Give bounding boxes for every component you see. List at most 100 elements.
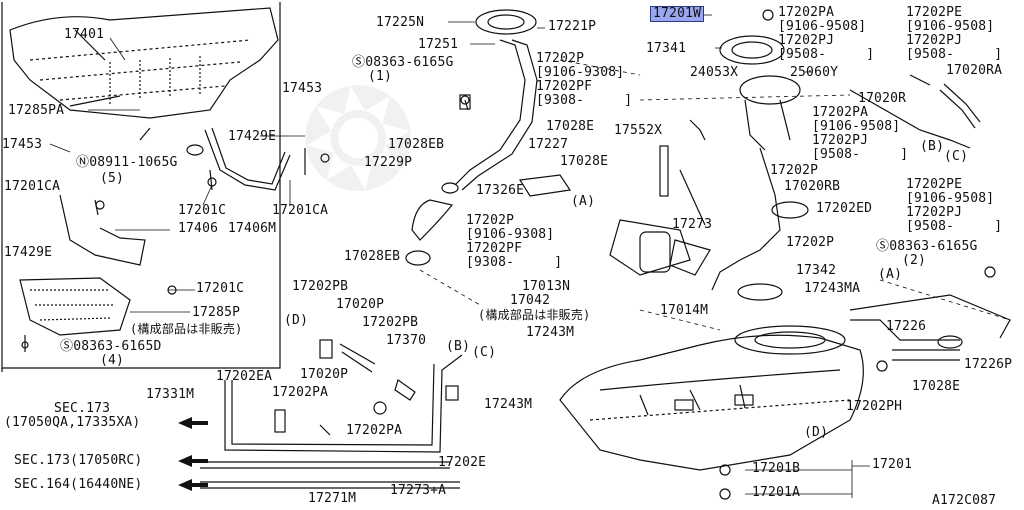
label-17243M-lower: 17243M — [484, 397, 533, 412]
label-17202PJ-c: 17202PJ — [812, 133, 869, 148]
lower-protector-shape — [19, 277, 131, 352]
label-17331M: 17331M — [146, 387, 195, 402]
label-date-9508-d: [9508- ] — [906, 219, 1003, 234]
label-17020RA: 17020RA — [946, 63, 1003, 78]
label-17285PA: 17285PA — [8, 103, 65, 118]
label-17202PF-b: 17202PF — [466, 241, 523, 256]
label-17202PA-e: 17202PA — [346, 423, 403, 438]
label-17202PA-a: 17202PA — [778, 5, 835, 20]
label-17202P-c: 17202P — [770, 163, 819, 178]
label-17202E: 17202E — [438, 455, 487, 470]
inset-leaders — [49, 37, 305, 313]
label-date-9106-9508-c: [9106-9508] — [812, 119, 901, 134]
inset-frame — [1, 2, 281, 372]
section-ref-173-a[interactable]: SEC.173 — [54, 401, 111, 416]
label-17201C-upper: 17201C — [178, 203, 227, 218]
label-17201CA-right: 17201CA — [272, 203, 329, 218]
label-17429E-top: 17429E — [228, 129, 277, 144]
label-17202PF-a: 17202PF — [536, 79, 593, 94]
label-17341: 17341 — [646, 41, 687, 56]
label-08911-1065G: Ⓝ08911-1065G — [76, 155, 178, 170]
label-24053X: 24053X — [690, 65, 739, 80]
label-08363-6165G-b-qty: (2) — [902, 253, 927, 268]
label-17273: 17273 — [672, 217, 713, 232]
label-17202PJ-a: 17202PJ — [778, 33, 835, 48]
label-not-sold-note-2: (構成部品は非販売) — [478, 308, 591, 322]
label-17013N: 17013N — [522, 279, 571, 294]
label-date-9106-9508-b: [9106-9508] — [906, 19, 995, 34]
section-arrows — [178, 417, 208, 491]
label-17326E: 17326E — [476, 183, 525, 198]
label-17028EB-b: 17028EB — [344, 249, 401, 264]
circle-ref-A-b: (A) — [878, 267, 903, 282]
label-17202PB-b: 17202PB — [362, 315, 419, 330]
tank-protector-shape — [9, 7, 279, 119]
label-17202ED: 17202ED — [816, 201, 873, 216]
label-17202PJ-b: 17202PJ — [906, 33, 963, 48]
fuel-pump-shapes — [609, 35, 981, 301]
label-17453-right: 17453 — [282, 81, 323, 96]
label-08911-qty: (5) — [100, 171, 125, 186]
section-ref-173-b[interactable]: SEC.173(17050RC) — [14, 453, 143, 468]
label-17221P: 17221P — [548, 19, 597, 34]
label-17028E-c: 17028E — [912, 379, 961, 394]
label-17226: 17226 — [886, 319, 927, 334]
label-17453-left: 17453 — [2, 137, 43, 152]
label-17243MA: 17243MA — [804, 281, 861, 296]
fuel-tank-shape — [559, 294, 1011, 471]
circle-ref-B-b: (B) — [446, 339, 471, 354]
callout-leaders — [448, 14, 870, 498]
label-17342: 17342 — [796, 263, 837, 278]
label-08363-6165D-qty: (4) — [100, 353, 125, 368]
label-08363-6165G-b: Ⓢ08363-6165G — [876, 239, 978, 254]
label-17429E-left: 17429E — [4, 245, 53, 260]
label-17271M: 17271M — [308, 491, 357, 506]
label-17226P: 17226P — [964, 357, 1013, 372]
label-17202EA: 17202EA — [216, 369, 273, 384]
label-17014M: 17014M — [660, 303, 709, 318]
label-17020R: 17020R — [858, 91, 907, 106]
label-date-9308-b: [9308- ] — [466, 255, 563, 270]
circle-ref-C-b: (C) — [472, 345, 497, 360]
label-17201C-lower: 17201C — [196, 281, 245, 296]
label-date-9106-9508-a: [9106-9508] — [778, 19, 867, 34]
label-17273A: 17273+A — [390, 483, 447, 498]
label-17202P-a: 17202P — [536, 51, 585, 66]
label-date-9308-a: [9308- ] — [536, 93, 633, 108]
label-17406: 17406 — [178, 221, 219, 236]
label-17552X: 17552X — [614, 123, 663, 138]
label-17229P: 17229P — [364, 155, 413, 170]
label-08363-6165D: Ⓢ08363-6165D — [60, 339, 162, 354]
circle-ref-D-a: (D) — [284, 313, 309, 328]
filler-neck-shapes — [405, 9, 572, 266]
label-date-9106-9308-a: [9106-9308] — [536, 65, 625, 80]
label-date-9508-a: [9508- ] — [778, 47, 875, 62]
label-date-9508-c: [9508- ] — [812, 147, 909, 162]
fastener-icons — [95, 9, 996, 500]
label-08363-6165G-a-qty: (1) — [368, 69, 393, 84]
circle-ref-B-a: (B) — [920, 139, 945, 154]
circle-ref-C-a: (C) — [944, 149, 969, 164]
label-25060Y: 25060Y — [790, 65, 839, 80]
circle-ref-D-b: (D) — [804, 425, 829, 440]
section-ref-164[interactable]: SEC.164(16440NE) — [14, 477, 143, 492]
label-date-9106-9308-b: [9106-9308] — [466, 227, 555, 242]
label-17202PB-a: 17202PB — [292, 279, 349, 294]
label-17243M-upper: 17243M — [526, 325, 575, 340]
label-17028EB-a: 17028EB — [388, 137, 445, 152]
label-17202P-d: 17202P — [786, 235, 835, 250]
label-17202PE-a: 17202PE — [906, 5, 963, 20]
label-17028E-b: 17028E — [560, 154, 609, 169]
label-17285P: 17285P — [192, 305, 241, 320]
section-ref-173-a-parts: (17050QA,17335XA) — [4, 415, 141, 430]
reference-dashes — [419, 59, 1011, 331]
label-17370: 17370 — [386, 333, 427, 348]
label-17028E-a: 17028E — [546, 119, 595, 134]
highlighted-part-17201W[interactable]: 17201W — [650, 6, 705, 22]
label-17042: 17042 — [510, 293, 551, 308]
label-17201CA-left: 17201CA — [4, 179, 61, 194]
label-17202PA-b: 17202PA — [812, 105, 869, 120]
circle-ref-A-a: (A) — [571, 194, 596, 209]
